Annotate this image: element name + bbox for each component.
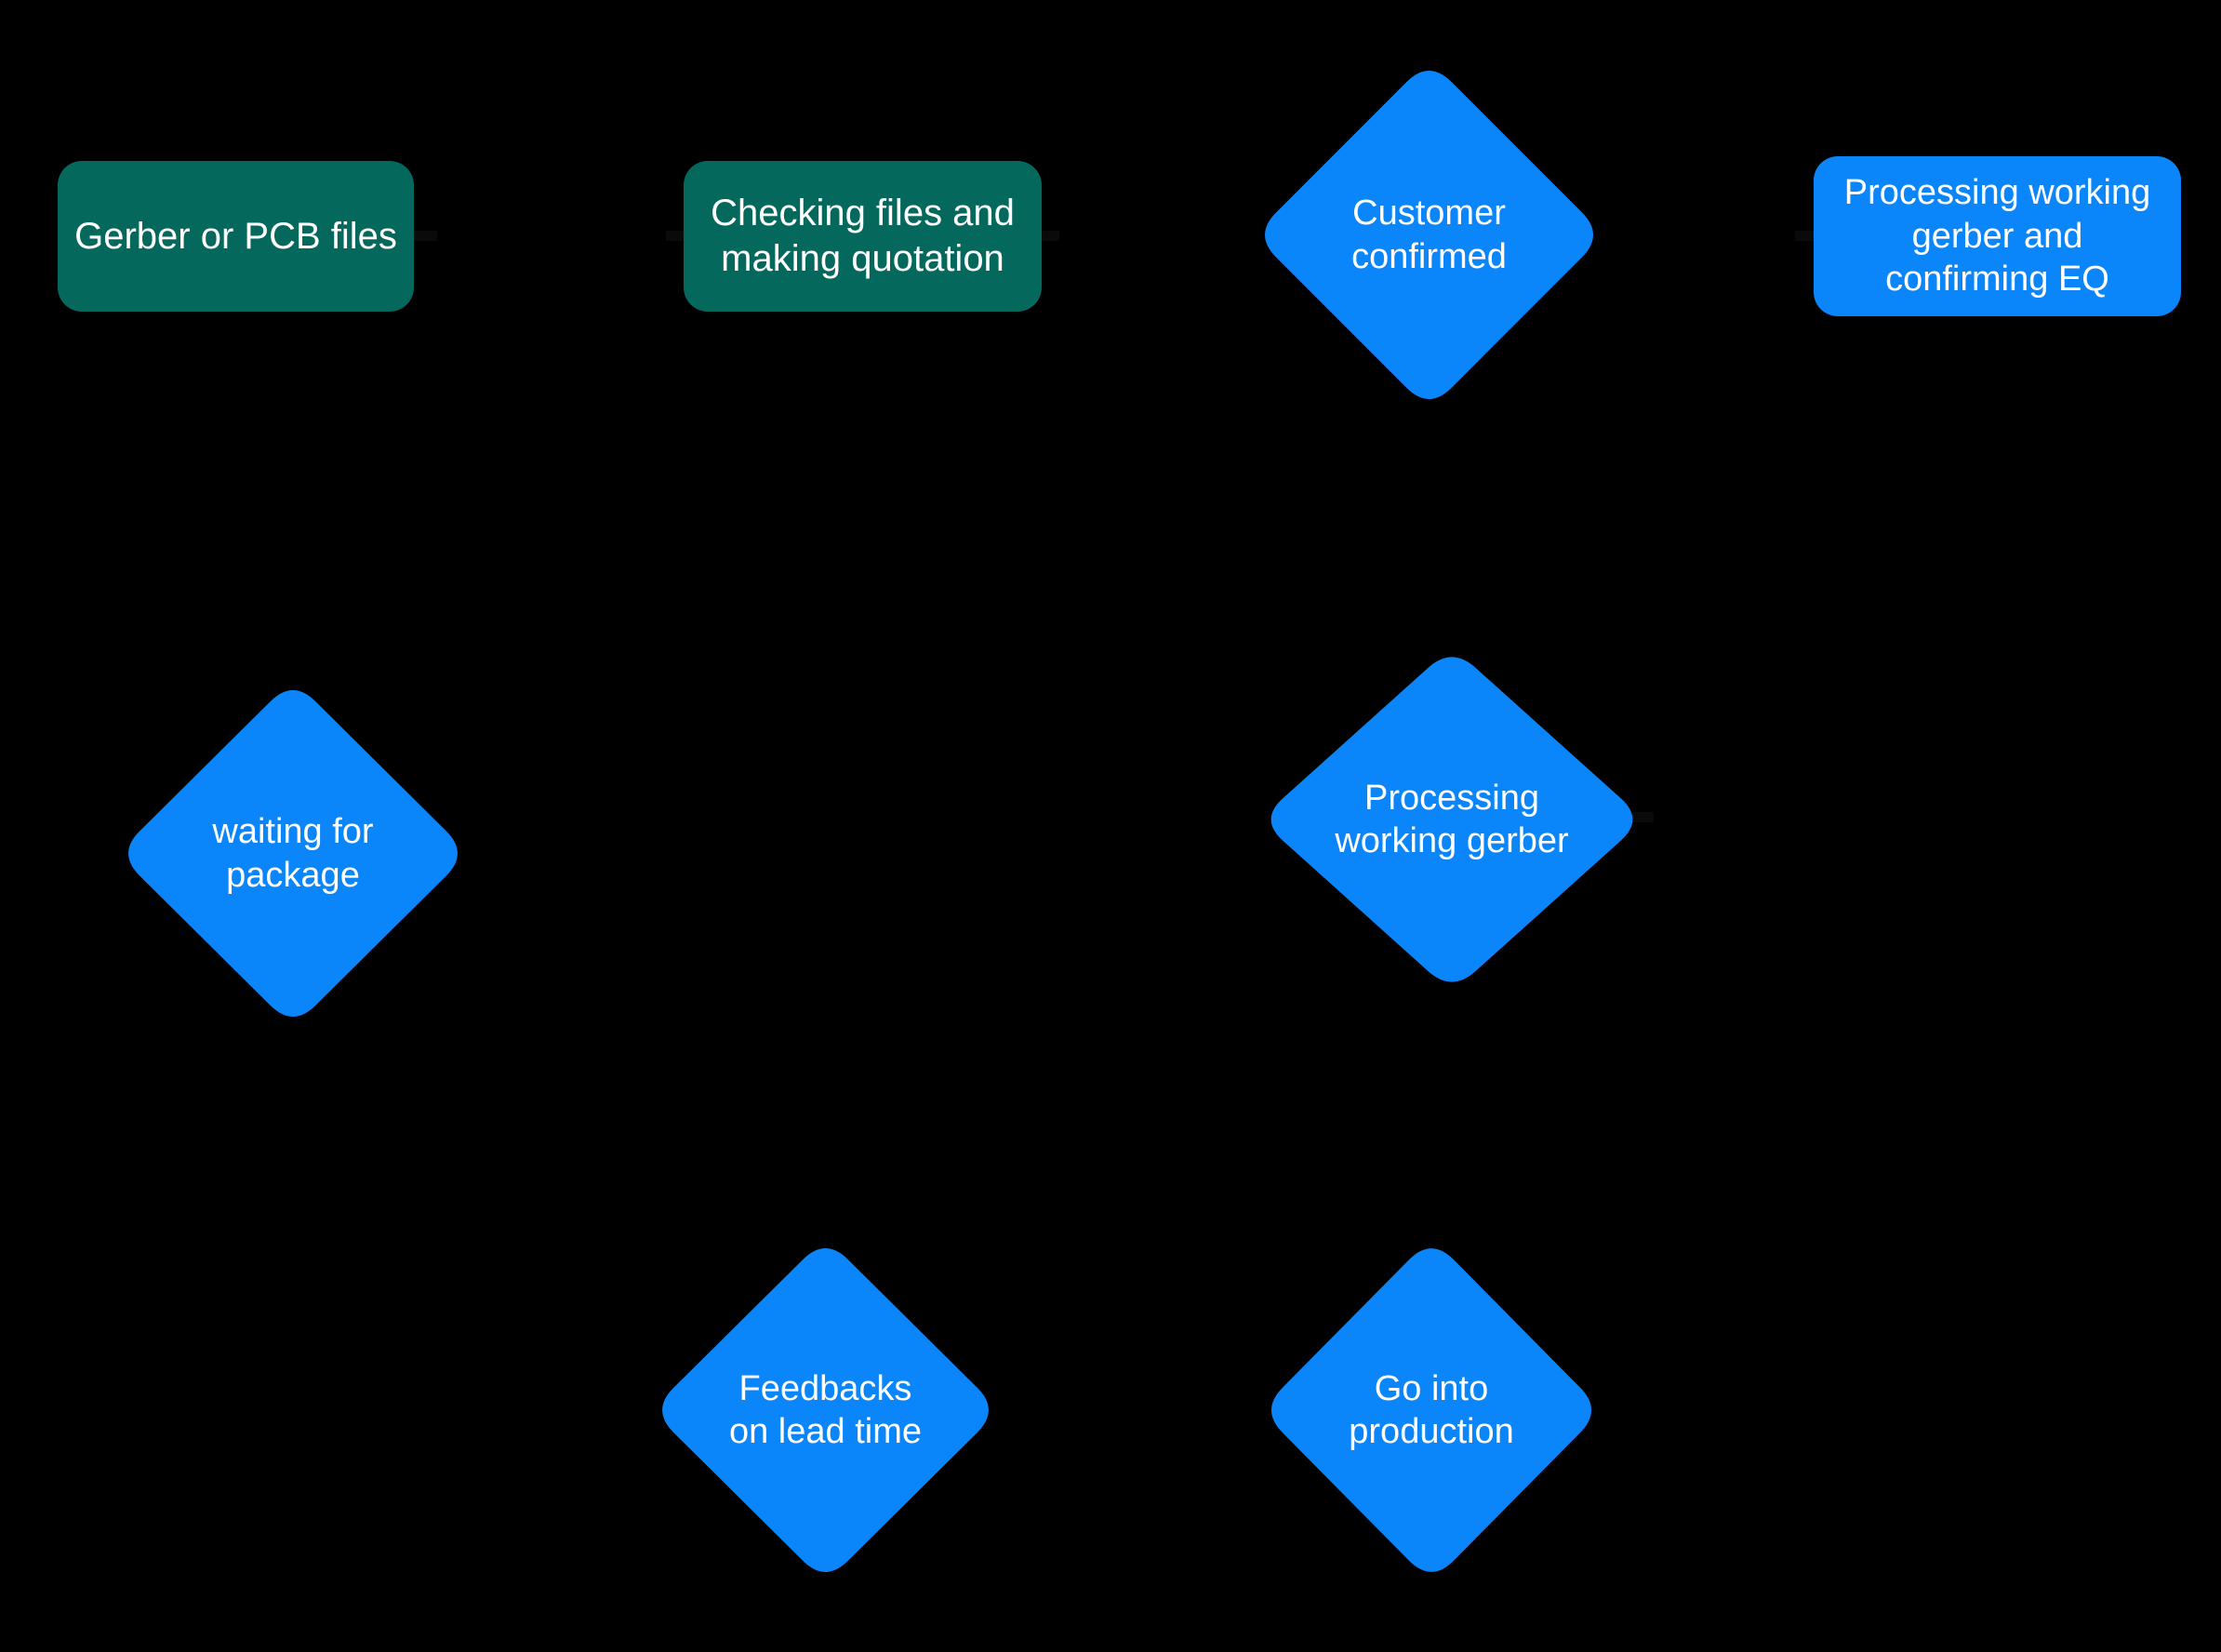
stub-quotation-right bbox=[1035, 231, 1059, 241]
diamond-shape bbox=[1270, 657, 1633, 982]
node-processing-working-gerber[interactable]: Processing working gerber bbox=[1259, 646, 1644, 993]
node-gerber-or-pcb-files[interactable]: Gerber or PCB files bbox=[58, 161, 414, 312]
diamond-shape bbox=[662, 1247, 989, 1573]
node-waiting-for-package[interactable]: waiting for package bbox=[117, 679, 469, 1028]
stub-gerber-right bbox=[409, 231, 437, 241]
stub-eq-left bbox=[1795, 231, 1821, 241]
node-label: Processing working gerber and confirming… bbox=[1843, 173, 2151, 300]
node-go-into-production[interactable]: Go into production bbox=[1260, 1237, 1603, 1583]
node-customer-confirmed[interactable]: Customer confirmed bbox=[1254, 60, 1604, 410]
node-processing-working-gerber-and-confirming-eq[interactable]: Processing working gerber and confirming… bbox=[1814, 156, 2181, 316]
stub-quotation-left bbox=[666, 231, 690, 241]
diamond-shape bbox=[1270, 1248, 1592, 1572]
node-label: Checking files and making quotation bbox=[711, 193, 1015, 279]
node-feedbacks-on-lead-time[interactable]: Feedbacks on lead time bbox=[651, 1237, 1000, 1583]
diamond-shape bbox=[1265, 71, 1593, 399]
node-label: Gerber or PCB files bbox=[74, 215, 397, 257]
diamond-shape bbox=[128, 689, 458, 1018]
node-checking-files-and-making-quotation[interactable]: Checking files and making quotation bbox=[684, 161, 1042, 312]
stub-processing-gerber-right bbox=[1620, 812, 1654, 822]
